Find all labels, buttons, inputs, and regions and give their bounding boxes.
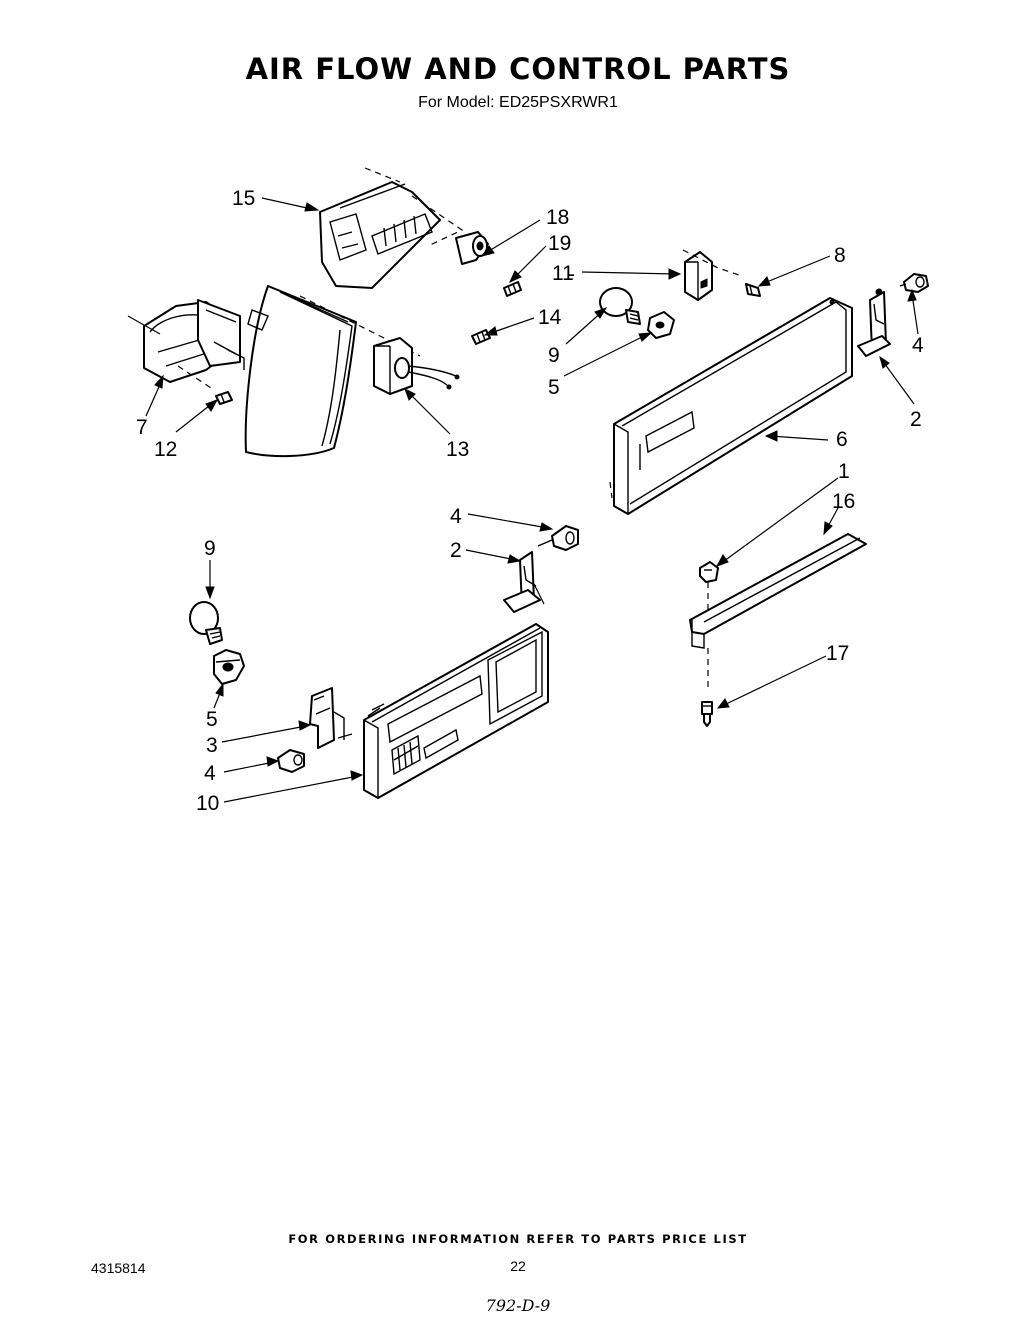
part-8-screw bbox=[745, 283, 761, 297]
callout-13: 13 bbox=[446, 438, 469, 461]
document-number: 4315814 bbox=[91, 1260, 146, 1276]
callout-4-middle: 4 bbox=[450, 505, 462, 528]
callout-10: 10 bbox=[196, 792, 219, 815]
part-11-control-housing bbox=[682, 249, 743, 301]
callout-5-upper: 5 bbox=[548, 376, 560, 399]
callout-9-lower: 9 bbox=[204, 537, 216, 560]
callout-4-right: 4 bbox=[912, 334, 924, 357]
callout-3: 3 bbox=[206, 734, 218, 757]
callout-8: 8 bbox=[834, 244, 846, 267]
callout-5-lower: 5 bbox=[206, 708, 218, 731]
air-duct-cover bbox=[244, 285, 421, 458]
part-7-fan-shroud bbox=[127, 299, 245, 391]
callout-18: 18 bbox=[546, 206, 569, 229]
part-10-lower-control-panel bbox=[363, 623, 549, 799]
part-5-socket-lower bbox=[213, 649, 245, 685]
part-4-button-middle bbox=[537, 525, 579, 551]
callout-9-upper: 9 bbox=[548, 344, 560, 367]
part-5-socket-upper bbox=[647, 311, 675, 339]
part-17-screw bbox=[701, 701, 713, 727]
callout-6: 6 bbox=[836, 428, 848, 451]
part-9-light-bulb-lower bbox=[189, 601, 223, 645]
part-9-light-bulb-upper bbox=[599, 287, 641, 325]
model-subtitle: For Model: ED25PSXRWR1 bbox=[418, 94, 618, 111]
leader-lines bbox=[145, 197, 919, 803]
part-6-upper-control-panel bbox=[609, 297, 853, 515]
callout-11: 11 bbox=[552, 262, 574, 285]
part-2-bracket-right bbox=[857, 288, 891, 357]
callout-15: 15 bbox=[232, 187, 255, 210]
callout-2-middle: 2 bbox=[450, 539, 462, 562]
callout-11-dash: - bbox=[568, 263, 575, 286]
callout-4-lower: 4 bbox=[204, 762, 216, 785]
part-18-knob bbox=[455, 231, 489, 265]
page-title: AIR FLOW AND CONTROL PARTS bbox=[245, 52, 791, 86]
part-19-screw bbox=[503, 281, 522, 297]
ordering-note: FOR ORDERING INFORMATION REFER TO PARTS … bbox=[288, 1232, 748, 1246]
callout-17: 17 bbox=[826, 642, 849, 665]
callout-12: 12 bbox=[154, 438, 177, 461]
page-number: 22 bbox=[510, 1258, 526, 1274]
part-2-bracket-middle bbox=[503, 551, 545, 613]
handwritten-note: 792-D-9 bbox=[485, 1296, 551, 1315]
part-4-button-right bbox=[899, 273, 929, 293]
part-12-screw bbox=[215, 391, 233, 405]
part-14-screw bbox=[471, 329, 491, 345]
callout-2-right: 2 bbox=[910, 408, 922, 431]
part-13-control-box bbox=[373, 337, 460, 395]
part-3-bracket-lower bbox=[309, 687, 353, 749]
callout-labels: 15 18 19 11 - 8 14 9 5 4 2 6 7 12 13 1 1… bbox=[136, 187, 924, 815]
callout-19: 19 bbox=[548, 232, 571, 255]
part-16-trim-strip bbox=[689, 533, 867, 692]
callout-14: 14 bbox=[538, 306, 562, 329]
part-1-clip bbox=[699, 561, 719, 612]
callout-1: 1 bbox=[838, 460, 850, 483]
callout-16: 16 bbox=[832, 490, 855, 513]
part-15-air-diffuser bbox=[319, 167, 464, 289]
callout-7: 7 bbox=[136, 416, 148, 439]
part-4-button-lower bbox=[277, 749, 305, 773]
